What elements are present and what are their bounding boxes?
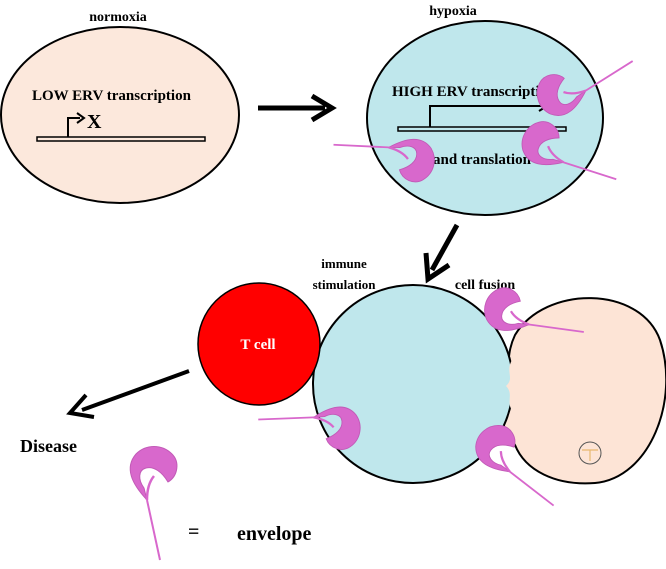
hypoxia-cell xyxy=(366,20,604,216)
promoter-arrow-icon xyxy=(67,117,80,137)
label-disease: Disease xyxy=(20,436,77,456)
label-t-cell: T cell xyxy=(240,337,275,353)
arrow-to-hypoxia-head-icon xyxy=(310,93,337,123)
arrow-down xyxy=(429,223,460,272)
arrow-to-disease xyxy=(81,369,190,412)
fusion-pore xyxy=(506,360,520,410)
label-translation: and translation xyxy=(433,152,532,168)
normoxia-cell xyxy=(0,26,240,204)
label-high-erv: HIGH ERV transcription xyxy=(392,84,556,100)
dna-strand-high xyxy=(397,126,567,132)
label-low-erv: LOW ERV transcription xyxy=(32,88,192,104)
legend-equals: = xyxy=(188,521,199,543)
label-immune: immune xyxy=(321,256,367,271)
nucleus-mark xyxy=(582,449,598,461)
arrow-to-disease-head-icon xyxy=(66,393,95,419)
label-hypoxia: hypoxia xyxy=(429,4,476,19)
promoter-arrow-high-icon xyxy=(429,105,545,127)
dna-strand-low xyxy=(36,136,206,142)
block-x-icon: X xyxy=(87,111,102,133)
arrow-down-head-icon xyxy=(423,252,451,284)
label-normoxia: normoxia xyxy=(89,10,147,25)
promoter-arrowhead-icon xyxy=(76,112,86,124)
label-stimulation: stimulation xyxy=(313,277,377,292)
legend-envelope-label: envelope xyxy=(237,523,312,545)
legend-envelope-icon xyxy=(128,445,179,562)
t-cell xyxy=(197,282,321,406)
